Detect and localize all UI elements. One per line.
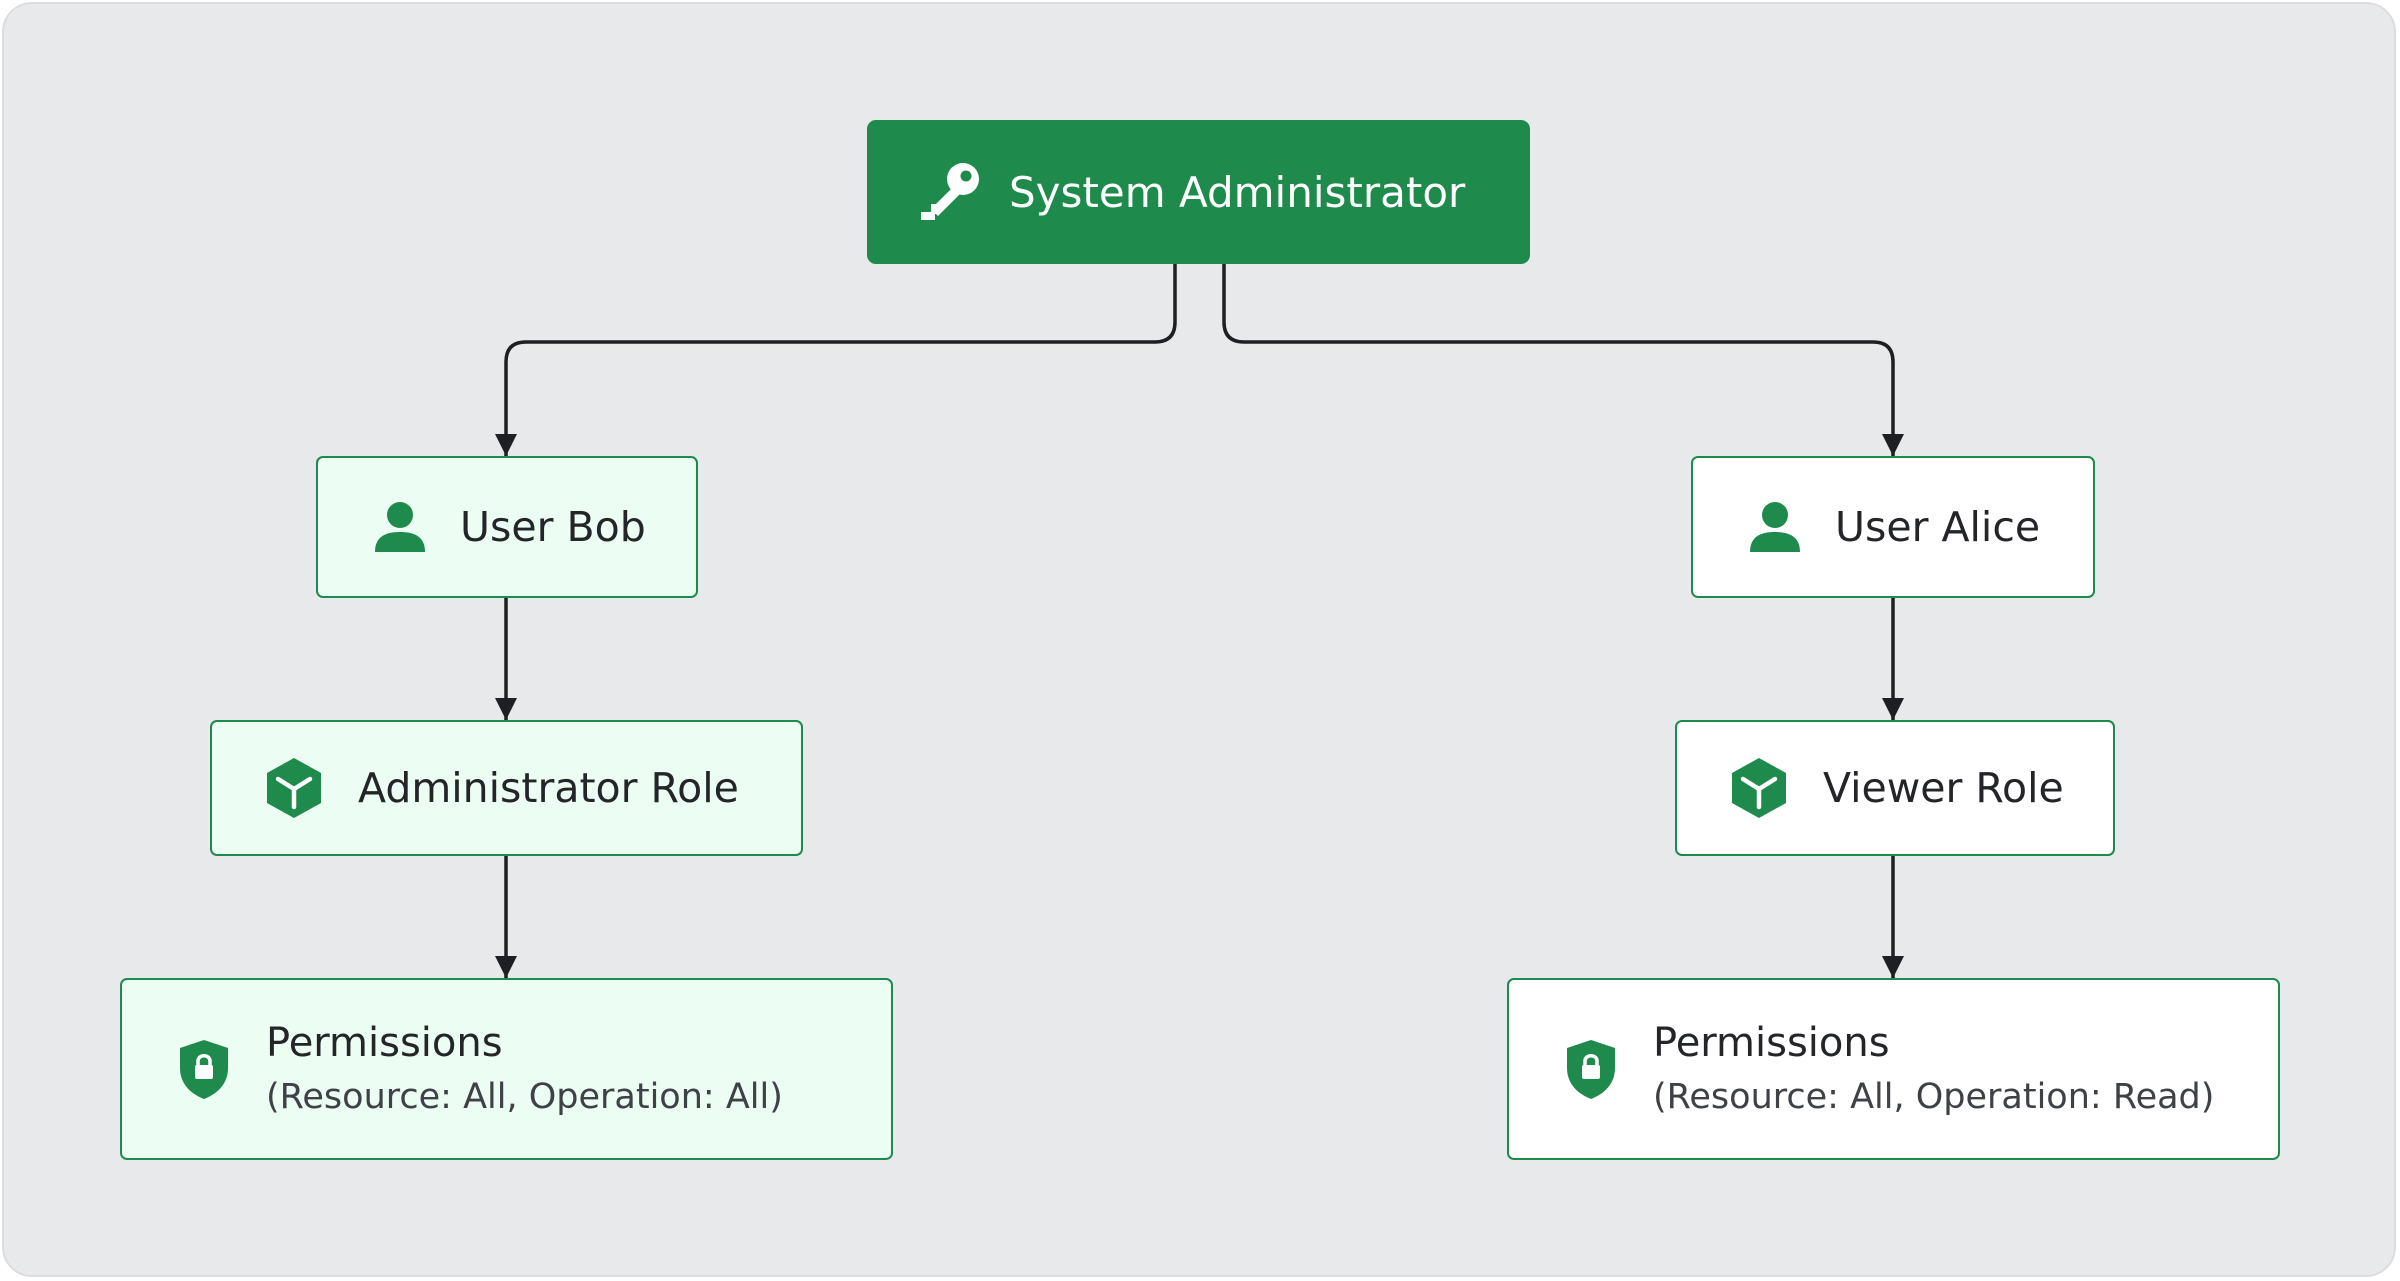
node-label: Administrator Role <box>358 764 739 812</box>
edge-root-to-user-alice <box>1222 264 1904 456</box>
permissions-detail: (Resource: All, Operation: Read) <box>1653 1077 2215 1117</box>
node-viewer-role[interactable]: Viewer Role <box>1675 720 2115 856</box>
node-administrator-role[interactable]: Administrator Role <box>210 720 803 856</box>
permissions-text: Permissions (Resource: All, Operation: R… <box>1653 1015 2214 1123</box>
permissions-text: Permissions (Resource: All, Operation: A… <box>266 1015 783 1123</box>
node-permissions-all[interactable]: Permissions (Resource: All, Operation: A… <box>120 978 893 1160</box>
cube-icon <box>1729 756 1789 820</box>
node-label: System Administrator <box>1009 167 1466 217</box>
user-icon <box>1749 501 1801 553</box>
user-icon <box>374 501 426 553</box>
shield-lock-icon <box>178 1038 230 1100</box>
shield-lock-icon <box>1565 1038 1617 1100</box>
node-permissions-read[interactable]: Permissions (Resource: All, Operation: R… <box>1507 978 2280 1160</box>
permissions-title: Permissions <box>1653 1020 1890 1066</box>
permissions-title: Permissions <box>266 1020 503 1066</box>
node-label: User Bob <box>460 503 646 551</box>
key-icon <box>919 160 983 224</box>
node-user-alice[interactable]: User Alice <box>1691 456 2095 598</box>
edge-root-to-user-bob <box>495 264 1177 456</box>
cube-icon <box>264 756 324 820</box>
permissions-detail: (Resource: All, Operation: All) <box>266 1077 783 1117</box>
node-system-administrator[interactable]: System Administrator <box>867 120 1530 264</box>
node-user-bob[interactable]: User Bob <box>316 456 698 598</box>
node-label: Viewer Role <box>1823 764 2064 812</box>
node-label: User Alice <box>1835 503 2041 551</box>
